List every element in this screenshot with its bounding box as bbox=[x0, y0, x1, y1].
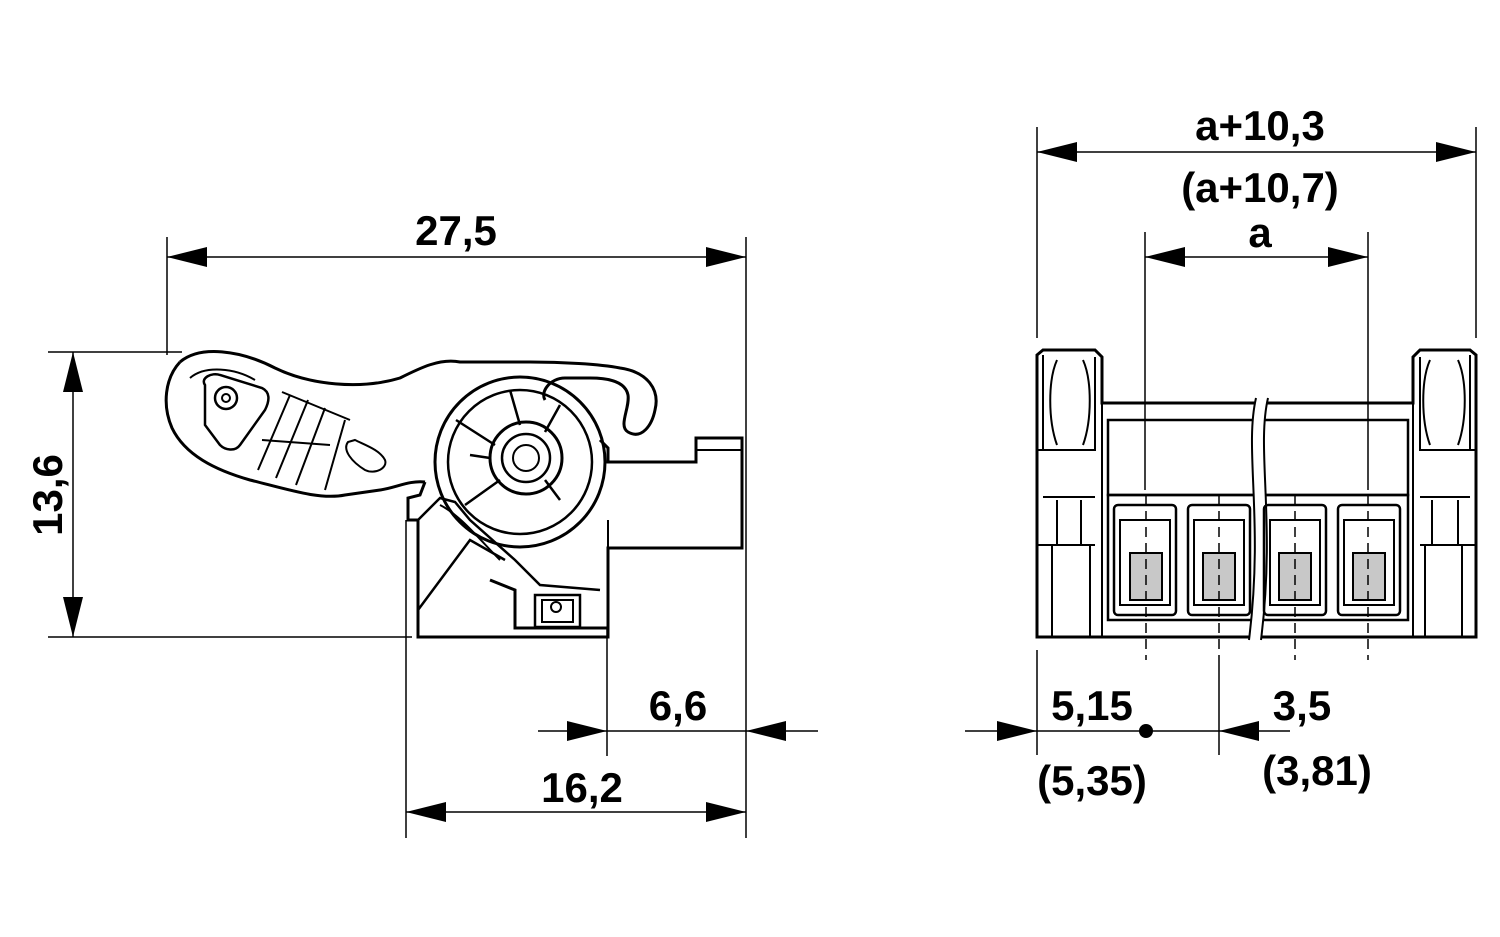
lever-pivot-inner bbox=[221, 393, 231, 403]
dim-edge-offset: 5,15 bbox=[1051, 682, 1133, 729]
cam-hub-mid bbox=[500, 432, 552, 484]
dim-overall: a+10,3 bbox=[1195, 102, 1325, 149]
connector-side-outline bbox=[164, 350, 744, 639]
housing-diagonal-1 bbox=[417, 496, 601, 592]
housing-left-outline bbox=[406, 481, 610, 639]
housing-diagonal-3 bbox=[439, 504, 501, 561]
connector-front-outline bbox=[1035, 348, 1478, 660]
dim-width-total: 27,5 bbox=[415, 207, 497, 254]
side-view: 27,5 13,6 6,6 16,2 bbox=[24, 207, 818, 838]
housing-window bbox=[533, 593, 582, 629]
front-right-ear bbox=[1419, 355, 1476, 637]
lever-ribs bbox=[257, 391, 351, 491]
dim-offset: 6,6 bbox=[649, 682, 707, 729]
dim-pitch: 3,5 bbox=[1273, 682, 1331, 729]
dim-height: 13,6 bbox=[24, 454, 71, 536]
front-right-ear-curves bbox=[1422, 359, 1466, 446]
front-body-outline bbox=[1035, 348, 1478, 639]
front-left-ear-curves bbox=[1049, 359, 1091, 446]
contact-center-lines bbox=[1145, 495, 1369, 660]
dim-edge-offset-alt: (5,35) bbox=[1037, 757, 1147, 804]
cam-outer-circle bbox=[433, 375, 607, 549]
cam-hub-inner bbox=[512, 444, 540, 472]
contact-cell bbox=[1112, 503, 1178, 617]
lever-bottom-outline bbox=[164, 360, 426, 498]
front-left-ear bbox=[1037, 355, 1096, 637]
cam-spokes bbox=[455, 389, 562, 507]
housing-window-inner bbox=[541, 599, 574, 623]
lever-slot-outline bbox=[202, 373, 270, 451]
lever-grip bbox=[345, 438, 387, 473]
housing-right-outline bbox=[489, 436, 744, 630]
lever-inner-line bbox=[189, 368, 256, 381]
housing-window-dot bbox=[550, 601, 562, 613]
front-view: a+10,3 (a+10,7) a 5,15 (5,35) 3,5 (3,81) bbox=[965, 102, 1478, 804]
dim-reference-dot bbox=[1139, 724, 1153, 738]
cam-inner-circle bbox=[446, 388, 594, 536]
front-break-gap bbox=[1249, 396, 1268, 641]
dim-pitch-alt: (3,81) bbox=[1262, 747, 1372, 794]
contact-cell bbox=[1336, 503, 1402, 617]
dim-pitch-span: a bbox=[1248, 209, 1272, 256]
lever-pivot-outer bbox=[213, 385, 239, 411]
dim-overall-alt: (a+10,7) bbox=[1181, 164, 1339, 211]
dim-width-lower: 16,2 bbox=[541, 764, 623, 811]
lever-top-outline bbox=[179, 350, 658, 436]
